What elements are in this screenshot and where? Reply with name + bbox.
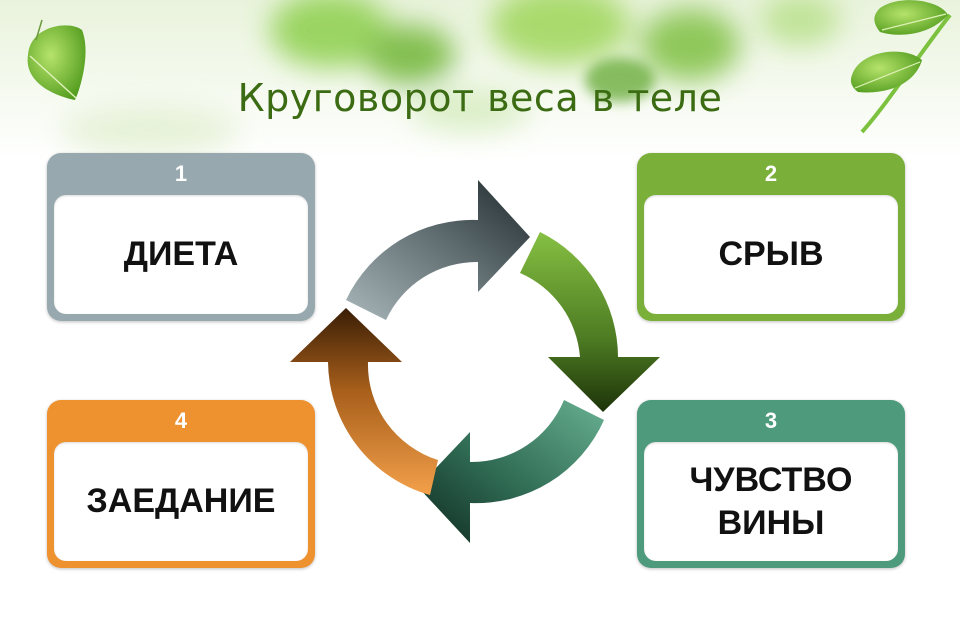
step-number: 3: [764, 408, 778, 433]
step-label-box: ЧУВСТВО ВИНЫ: [644, 442, 898, 561]
step-card-guilt: 3 ЧУВСТВО ВИНЫ: [637, 400, 905, 568]
arrow-overeating-to-diet: [290, 308, 438, 495]
step-card-diet: 1 ДИЕТА: [47, 153, 315, 321]
step-label-box: ДИЕТА: [54, 195, 308, 314]
step-label: ЧУВСТВО ВИНЫ: [689, 461, 853, 542]
step-number: 4: [174, 408, 188, 433]
step-label-box: СРЫВ: [644, 195, 898, 314]
step-number: 1: [174, 161, 188, 186]
page-title: Круговорот веса в теле: [237, 76, 723, 120]
step-label: СРЫВ: [718, 235, 824, 274]
step-number: 2: [764, 161, 778, 186]
arrow-breakdown-to-guilt: [520, 232, 660, 412]
leaf-icon: [27, 19, 86, 101]
step-label-box: ЗАЕДАНИЕ: [54, 442, 308, 561]
step-label: ДИЕТА: [123, 235, 239, 274]
step-card-overeating: 4 ЗАЕДАНИЕ: [47, 400, 315, 568]
arrow-diet-to-breakdown: [346, 180, 530, 320]
leaf-icon: [850, 51, 922, 93]
step-card-breakdown: 2 СРЫВ: [637, 153, 905, 321]
arrow-guilt-to-overeating: [418, 400, 604, 543]
step-label: ЗАЕДАНИЕ: [86, 482, 276, 521]
